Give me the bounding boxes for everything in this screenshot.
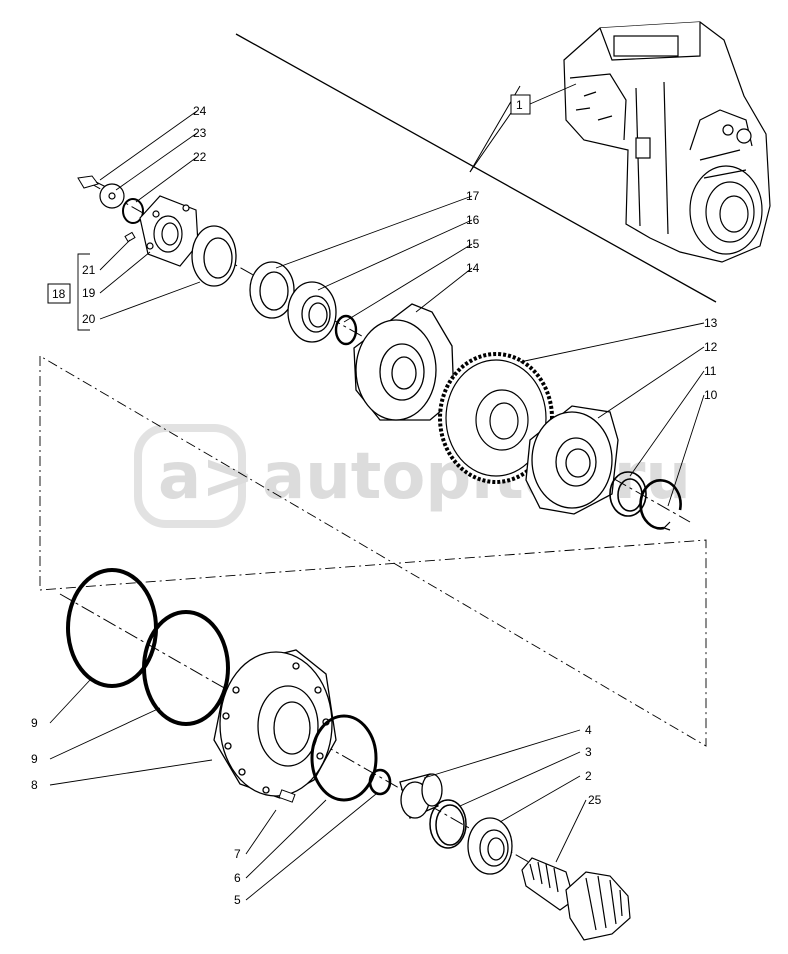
o-ring-6 bbox=[310, 714, 378, 802]
callout-5: 5 bbox=[234, 893, 241, 907]
callout-3: 3 bbox=[585, 745, 592, 759]
bearing-2 bbox=[467, 817, 513, 875]
snap-ring-10 bbox=[639, 479, 682, 531]
cover-14 bbox=[353, 303, 455, 421]
callout-16: 16 bbox=[466, 213, 480, 227]
bearing-16 bbox=[287, 281, 337, 343]
callout-25: 25 bbox=[588, 793, 602, 807]
transmission-housing bbox=[563, 21, 771, 263]
callout-19: 19 bbox=[82, 286, 96, 300]
callout-1: 1 bbox=[516, 98, 523, 112]
callout-14: 14 bbox=[466, 261, 480, 275]
callout-12: 12 bbox=[704, 340, 718, 354]
plate-12 bbox=[525, 405, 619, 515]
callout-4: 4 bbox=[585, 723, 592, 737]
callout-13: 13 bbox=[704, 316, 718, 330]
pin-21 bbox=[124, 231, 136, 243]
callout-10: 10 bbox=[704, 388, 718, 402]
callout-9-second: 9 bbox=[31, 752, 38, 766]
callout-17: 17 bbox=[466, 189, 480, 203]
callout-22: 22 bbox=[193, 150, 207, 164]
callout-20: 20 bbox=[82, 312, 96, 326]
callout-2: 2 bbox=[585, 769, 592, 783]
pinion-shaft-25 bbox=[521, 857, 631, 941]
gear-13 bbox=[438, 352, 554, 484]
callout-7: 7 bbox=[234, 847, 241, 861]
callout-24: 24 bbox=[193, 104, 207, 118]
snap-ring-15 bbox=[334, 314, 358, 346]
leader-lines bbox=[49, 83, 705, 901]
callout-23: 23 bbox=[193, 126, 207, 140]
callout-21: 21 bbox=[82, 263, 96, 277]
callout-18: 18 bbox=[52, 287, 66, 301]
callout-15: 15 bbox=[466, 237, 480, 251]
pin-7 bbox=[278, 789, 296, 803]
callout-11: 11 bbox=[704, 364, 717, 378]
washer-23 bbox=[99, 183, 125, 209]
o-ring-9-inner bbox=[142, 610, 230, 726]
callout-box-18: 18 bbox=[47, 283, 71, 304]
ring-5 bbox=[368, 768, 392, 796]
sleeve-4 bbox=[399, 773, 443, 819]
flange-8 bbox=[213, 649, 337, 799]
callout-6: 6 bbox=[234, 871, 241, 885]
seal-20 bbox=[191, 225, 237, 287]
ring-3 bbox=[429, 799, 467, 849]
hub-19 bbox=[139, 195, 199, 267]
seal-17 bbox=[249, 261, 295, 319]
callout-8: 8 bbox=[31, 778, 38, 792]
callout-box-1: 1 bbox=[510, 94, 531, 115]
svg-text:a>: a> bbox=[158, 440, 255, 514]
circlip-22 bbox=[122, 198, 144, 224]
callout-9-first: 9 bbox=[31, 716, 38, 730]
